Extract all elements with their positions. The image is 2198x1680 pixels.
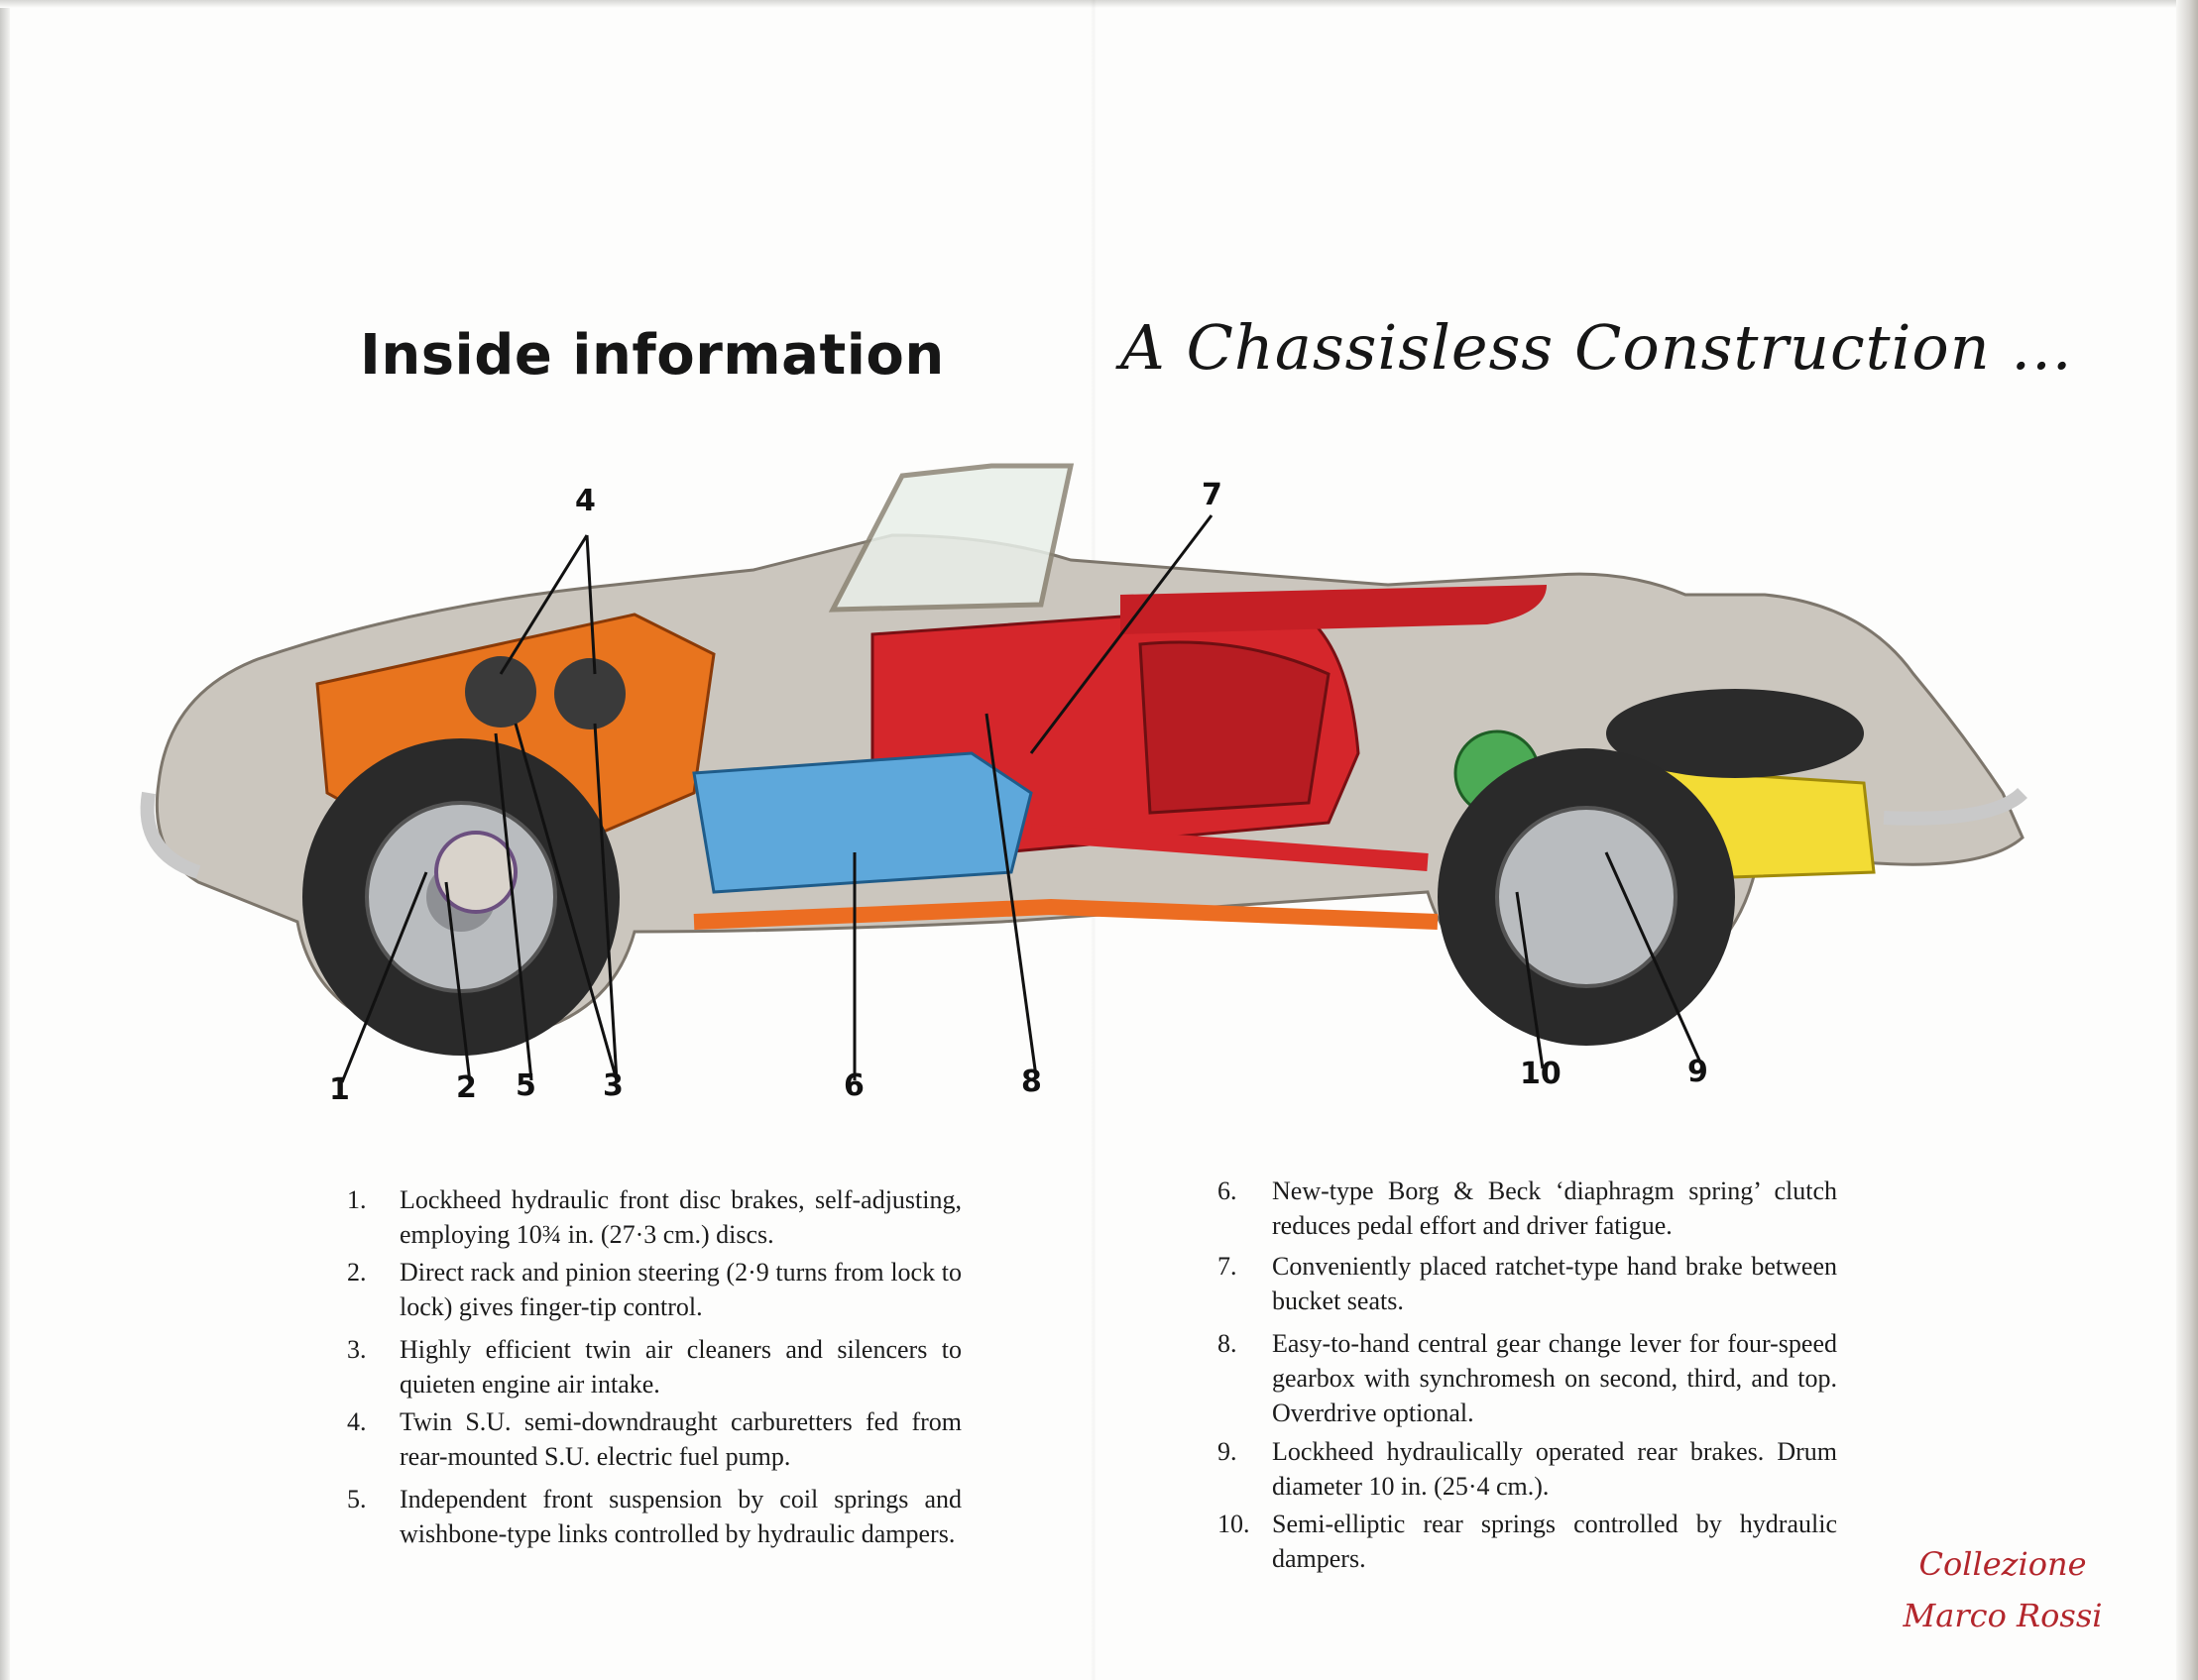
callout-2: 2 xyxy=(456,1070,477,1105)
item-text: Twin S.U. semi-downdraught carburetters … xyxy=(400,1407,962,1471)
item-number: 2. xyxy=(347,1258,367,1287)
collection-watermark: Collezione Marco Rossi xyxy=(1894,1538,2112,1641)
item-number: 10. xyxy=(1217,1510,1250,1538)
callout-10: 10 xyxy=(1520,1057,1562,1091)
page-edge-right xyxy=(2176,0,2198,1680)
item-number: 8. xyxy=(1217,1329,1237,1358)
seat xyxy=(1138,640,1330,815)
item-number: 3. xyxy=(347,1335,367,1364)
exhaust xyxy=(693,898,1439,930)
callout-6: 6 xyxy=(844,1068,865,1103)
item-number: 7. xyxy=(1217,1252,1237,1281)
item-number: 4. xyxy=(347,1407,367,1436)
rear-deck-interior xyxy=(1120,585,1547,634)
spare-wheel xyxy=(1606,689,1864,778)
leader-lines xyxy=(340,514,1703,1083)
callout-7: 7 xyxy=(1202,478,1222,512)
item-text: Direct rack and pinion steering (2·9 tur… xyxy=(400,1258,962,1321)
page-edge-left xyxy=(0,0,10,1680)
air-cleaner-1 xyxy=(465,656,536,728)
heading-inside-information: Inside information xyxy=(360,323,945,388)
callout-1: 1 xyxy=(329,1072,350,1107)
heading-chassisless-construction: A Chassisless Construction ... xyxy=(1120,311,2073,384)
rear-wheel xyxy=(1438,748,1735,1046)
callout-9: 9 xyxy=(1687,1055,1708,1089)
item-text: Semi-elliptic rear springs controlled by… xyxy=(1272,1510,1837,1573)
item-text: Independent front suspension by coil spr… xyxy=(400,1485,962,1548)
item-text: New-type Borg & Beck ‘diaphragm spring’ … xyxy=(1272,1176,1837,1240)
watermark-line-1: Collezione xyxy=(1918,1545,2087,1583)
callout-3: 3 xyxy=(603,1068,624,1103)
callout-5: 5 xyxy=(516,1068,536,1103)
item-number: 9. xyxy=(1217,1437,1237,1466)
item-text: Lockheed hydraulically operated rear bra… xyxy=(1272,1437,1837,1501)
item-number: 5. xyxy=(347,1485,367,1513)
page-edge-top xyxy=(0,0,2198,8)
item-text: Conveniently placed ratchet-type hand br… xyxy=(1272,1252,1837,1315)
gearbox xyxy=(692,751,1033,894)
front-bumper xyxy=(140,791,201,879)
item-text: Highly efficient twin air cleaners and s… xyxy=(400,1335,962,1399)
item-number: 6. xyxy=(1217,1176,1237,1205)
windscreen xyxy=(828,463,1075,613)
item-text: Easy-to-hand central gear change lever f… xyxy=(1272,1329,1837,1427)
item-number: 1. xyxy=(347,1185,367,1214)
callout-8: 8 xyxy=(1021,1064,1042,1099)
propshaft xyxy=(1030,824,1429,871)
item-text: Lockheed hydraulic front disc brakes, se… xyxy=(400,1185,962,1249)
watermark-line-2: Marco Rossi xyxy=(1903,1597,2103,1634)
callout-4: 4 xyxy=(575,484,596,518)
air-cleaner-2 xyxy=(554,658,626,729)
rear-bumper xyxy=(1883,787,2027,826)
